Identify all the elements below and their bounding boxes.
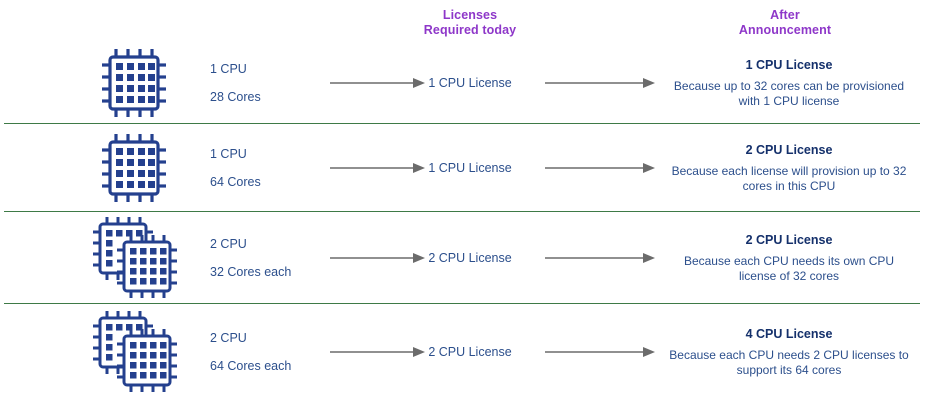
cpu-count-label: 1 CPU xyxy=(210,147,247,161)
column-headers: Licenses Required today After Announceme… xyxy=(0,0,926,44)
table-row: 2 CPU 64 Cores each 2 CPU License 4 CPU … xyxy=(0,306,926,398)
arrow-to-result-icon xyxy=(545,306,655,398)
cpu-chip-single-icon xyxy=(78,126,198,210)
header-licenses-line1: Licenses xyxy=(442,8,498,22)
arrow-to-result-icon xyxy=(545,44,655,122)
result-title: 2 CPU License xyxy=(745,142,833,157)
cpu-spec: 2 CPU 32 Cores each xyxy=(210,214,350,302)
arrow-to-license-icon xyxy=(330,126,425,210)
result-description: Because each CPU needs its own CPU licen… xyxy=(683,253,895,283)
arrow-to-result-icon xyxy=(545,126,655,210)
result-title: 1 CPU License xyxy=(745,57,833,72)
license-today-label: 2 CPU License xyxy=(428,251,512,265)
table-row: 2 CPU 32 Cores each 2 CPU License 2 CPU … xyxy=(0,214,926,302)
result-description: Because each license will provision up t… xyxy=(671,163,907,193)
license-today-label: 1 CPU License xyxy=(428,76,512,90)
license-today-label: 1 CPU License xyxy=(428,161,512,175)
result-description: Because each CPU needs 2 CPU licenses to… xyxy=(669,347,909,377)
header-after-line2: Announcement xyxy=(738,23,832,37)
cores-label: 64 Cores each xyxy=(210,359,292,373)
cpu-count-label: 2 CPU xyxy=(210,237,247,251)
cpu-count-label: 2 CPU xyxy=(210,331,247,345)
cpu-chip-double-icon xyxy=(78,214,198,302)
cpu-count-label: 1 CPU xyxy=(210,62,247,76)
header-after-announcement: After Announcement xyxy=(690,8,880,38)
header-after-line1: After xyxy=(770,8,800,22)
cores-label: 64 Cores xyxy=(210,175,261,189)
result-block: 2 CPU License Because each license will … xyxy=(664,126,914,210)
row-divider xyxy=(4,123,920,124)
header-licenses-line2: Required today xyxy=(423,23,517,37)
table-row: 1 CPU 64 Cores 1 CPU License 2 CPU Licen… xyxy=(0,126,926,210)
header-licenses-required-today: Licenses Required today xyxy=(380,8,560,38)
result-title: 4 CPU License xyxy=(745,326,833,341)
table-row: 1 CPU 28 Cores 1 CPU License 1 CPU Licen… xyxy=(0,44,926,122)
result-title: 2 CPU License xyxy=(745,232,833,247)
cores-label: 32 Cores each xyxy=(210,265,292,279)
cpu-chip-single-icon xyxy=(78,44,198,122)
license-today-label: 2 CPU License xyxy=(428,345,512,359)
cpu-spec: 1 CPU 28 Cores xyxy=(210,44,350,122)
cpu-spec: 2 CPU 64 Cores each xyxy=(210,306,350,398)
cpu-chip-double-icon xyxy=(78,306,198,398)
arrow-to-license-icon xyxy=(330,44,425,122)
result-description: Because up to 32 cores can be provisione… xyxy=(673,78,905,108)
cpu-spec: 1 CPU 64 Cores xyxy=(210,126,350,210)
arrow-to-license-icon xyxy=(330,214,425,302)
result-block: 1 CPU License Because up to 32 cores can… xyxy=(664,44,914,122)
row-divider xyxy=(4,211,920,212)
row-divider xyxy=(4,303,920,304)
result-block: 2 CPU License Because each CPU needs its… xyxy=(664,214,914,302)
arrow-to-result-icon xyxy=(545,214,655,302)
cores-label: 28 Cores xyxy=(210,90,261,104)
arrow-to-license-icon xyxy=(330,306,425,398)
result-block: 4 CPU License Because each CPU needs 2 C… xyxy=(664,306,914,398)
